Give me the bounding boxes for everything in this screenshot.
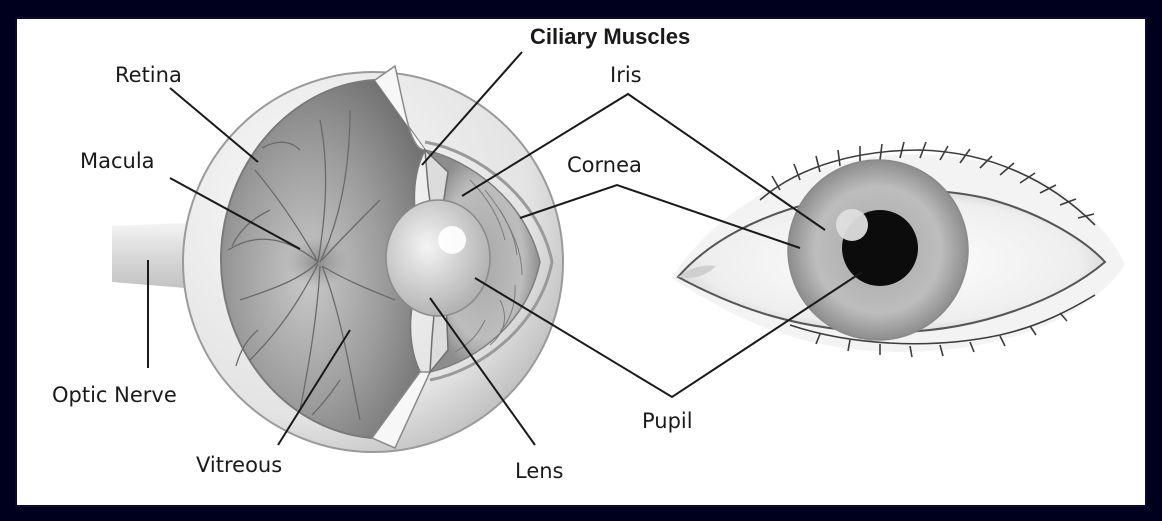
label-optic-nerve: Optic Nerve — [52, 383, 177, 407]
lens-highlight — [438, 226, 466, 254]
label-iris: Iris — [610, 63, 642, 87]
label-cornea: Cornea — [567, 153, 642, 177]
label-lens: Lens — [515, 459, 564, 483]
label-ciliary-muscles: Ciliary Muscles — [530, 24, 690, 49]
label-macula: Macula — [80, 149, 155, 173]
label-retina: Retina — [115, 63, 182, 87]
eye-reflection — [836, 209, 868, 241]
label-pupil: Pupil — [642, 409, 693, 433]
lens-shape — [386, 200, 490, 316]
eye-exterior — [672, 142, 1125, 357]
label-vitreous: Vitreous — [196, 453, 282, 477]
eyeball-cross-section — [112, 66, 563, 452]
